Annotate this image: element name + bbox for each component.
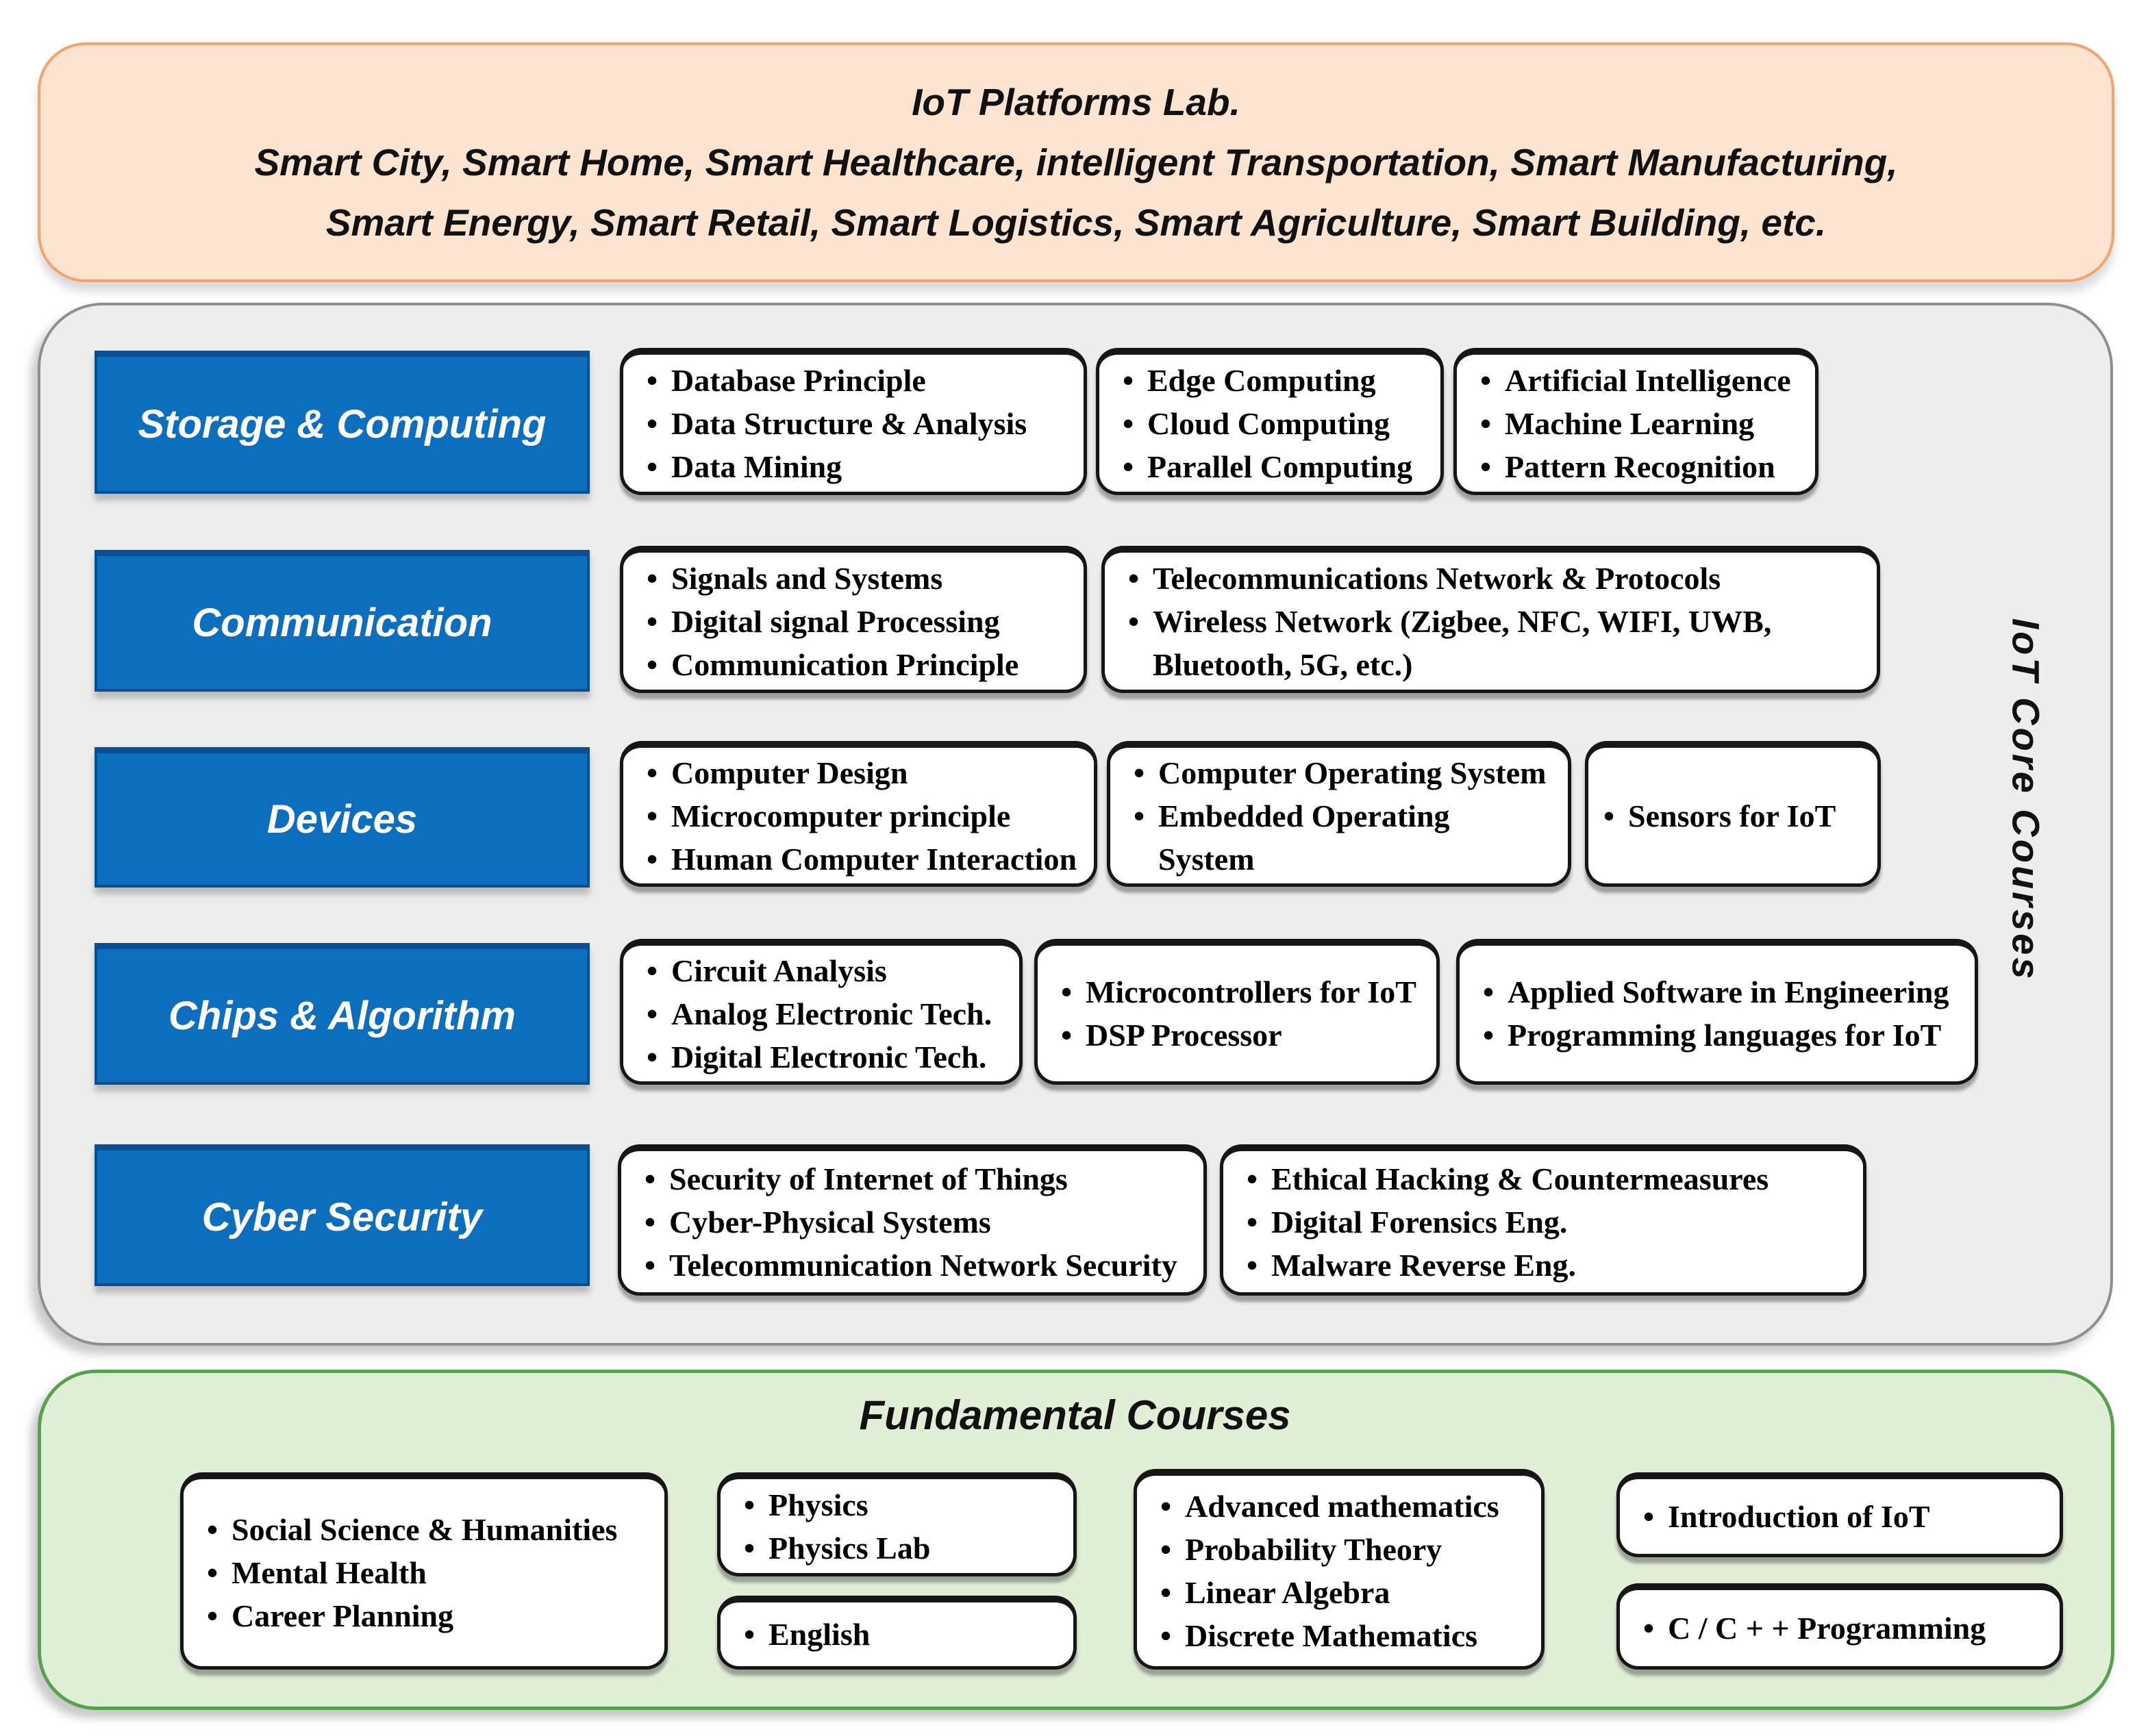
course-box-devices-2: Computer Operating System Embedded Opera… [1107,741,1571,887]
course-item: Signals and Systems [641,557,1068,600]
course-item: Programming languages for IoT [1477,1014,1960,1057]
course-item: Cyber-Physical Systems [639,1200,1188,1244]
course-item: Applied Software in Engineering [1477,970,1960,1014]
course-item: DSP Processor [1055,1014,1421,1057]
course-item: Embedded Operating System [1128,794,1553,881]
course-item: English [738,1613,1058,1656]
category-devices: Devices [95,747,590,888]
category-label: Chips & Algorithm [168,993,516,1038]
course-item: Microcomputer principle [641,794,1079,838]
course-item: Telecommunication Network Security [639,1244,1188,1287]
course-item: Machine Learning [1475,402,1800,445]
fundamental-box-english: English [717,1596,1077,1670]
fundamental-title: Fundamental Courses [859,1392,1291,1438]
category-label: Communication [192,600,492,645]
course-item: Artificial Intelligence [1475,359,1800,402]
course-item: Data Structure & Analysis [641,402,1068,445]
course-item: Computer Operating System [1128,751,1553,794]
course-item: Digital signal Processing [641,600,1068,643]
course-box-chips-2: Microcontrollers for IoT DSP Processor [1034,939,1440,1085]
course-box-cyber-2: Ethical Hacking & Countermeasures Digita… [1220,1144,1866,1296]
course-item: Pattern Recognition [1475,445,1800,488]
category-chips-algorithm: Chips & Algorithm [95,943,590,1085]
course-item: Digital Electronic Tech. [641,1035,1004,1079]
fundamental-box-intro-iot: Introduction of IoT [1616,1472,2063,1557]
course-item: Career Planning [201,1594,649,1637]
platforms-line-2: Smart City, Smart Home, Smart Healthcare… [254,141,1898,184]
course-item: Digital Forensics Eng. [1241,1200,1848,1244]
course-box-storage-1: Database Principle Data Structure & Anal… [620,348,1087,495]
course-item: Analog Electronic Tech. [641,992,1004,1035]
category-label: Cyber Security [201,1194,483,1240]
course-box-chips-3: Applied Software in Engineering Programm… [1456,939,1978,1085]
course-item: Database Principle [641,359,1068,402]
fundamental-box-mathematics: Advanced mathematics Probability Theory … [1134,1469,1545,1670]
category-label: Storage & Computing [138,401,547,446]
course-item: Physics Lab [738,1526,1058,1570]
course-item: Human Computer Interaction [641,838,1079,881]
course-item: Introduction of IoT [1638,1495,2045,1538]
course-item: Computer Design [641,751,1079,794]
course-item: Microcontrollers for IoT [1055,970,1421,1014]
course-box-chips-1: Circuit Analysis Analog Electronic Tech.… [620,939,1023,1085]
course-item: Sensors for IoT [1598,794,1862,838]
course-item: Linear Algebra [1155,1571,1526,1614]
platforms-title: IoT Platforms Lab. [912,81,1240,123]
category-communication: Communication [95,550,590,692]
course-box-cyber-1: Security of Internet of Things Cyber-Phy… [618,1144,1207,1296]
course-item: Edge Computing [1117,359,1425,402]
category-storage-computing: Storage & Computing [95,351,590,494]
course-item: Malware Reverse Eng. [1241,1244,1848,1287]
fundamental-box-humanities: Social Science & Humanities Mental Healt… [180,1472,668,1670]
course-item: Ethical Hacking & Countermeasures [1241,1157,1848,1200]
course-item: Parallel Computing [1117,445,1425,488]
course-item: Wireless Network (Zigbee, NFC, WIFI, UWB… [1123,600,1862,686]
course-item: Security of Internet of Things [639,1157,1188,1200]
fundamental-box-c-programming: C / C + + Programming [1616,1583,2063,1670]
category-label: Devices [266,796,418,842]
course-item: Probability Theory [1155,1528,1526,1571]
course-box-communication-2: Telecommunications Network & Protocols W… [1101,546,1880,693]
course-box-storage-3: Artificial Intelligence Machine Learning… [1453,348,1818,495]
course-box-storage-2: Edge Computing Cloud Computing Parallel … [1096,348,1444,495]
course-item: Physics [738,1483,1058,1526]
core-courses-side-label: IoT Core Courses [2004,618,2048,982]
course-box-devices-1: Computer Design Microcomputer principle … [620,741,1097,887]
course-item: Social Science & Humanities [201,1508,649,1551]
course-item: Telecommunications Network & Protocols [1123,557,1862,600]
course-item: Advanced mathematics [1155,1485,1526,1528]
category-cyber-security: Cyber Security [95,1144,590,1286]
course-item: Mental Health [201,1551,649,1594]
course-item: Data Mining [641,445,1068,488]
platforms-panel: IoT Platforms Lab. Smart City, Smart Hom… [38,42,2114,282]
course-box-devices-3: Sensors for IoT [1585,741,1881,887]
course-item: Communication Principle [641,643,1068,686]
course-item: C / C + + Programming [1638,1607,2045,1650]
fundamental-box-physics: Physics Physics Lab [717,1472,1077,1576]
course-box-communication-1: Signals and Systems Digital signal Proce… [620,546,1087,693]
course-item: Discrete Mathematics [1155,1614,1526,1657]
course-item: Cloud Computing [1117,402,1425,445]
course-item: Circuit Analysis [641,949,1004,992]
platforms-line-3: Smart Energy, Smart Retail, Smart Logist… [325,201,1827,244]
